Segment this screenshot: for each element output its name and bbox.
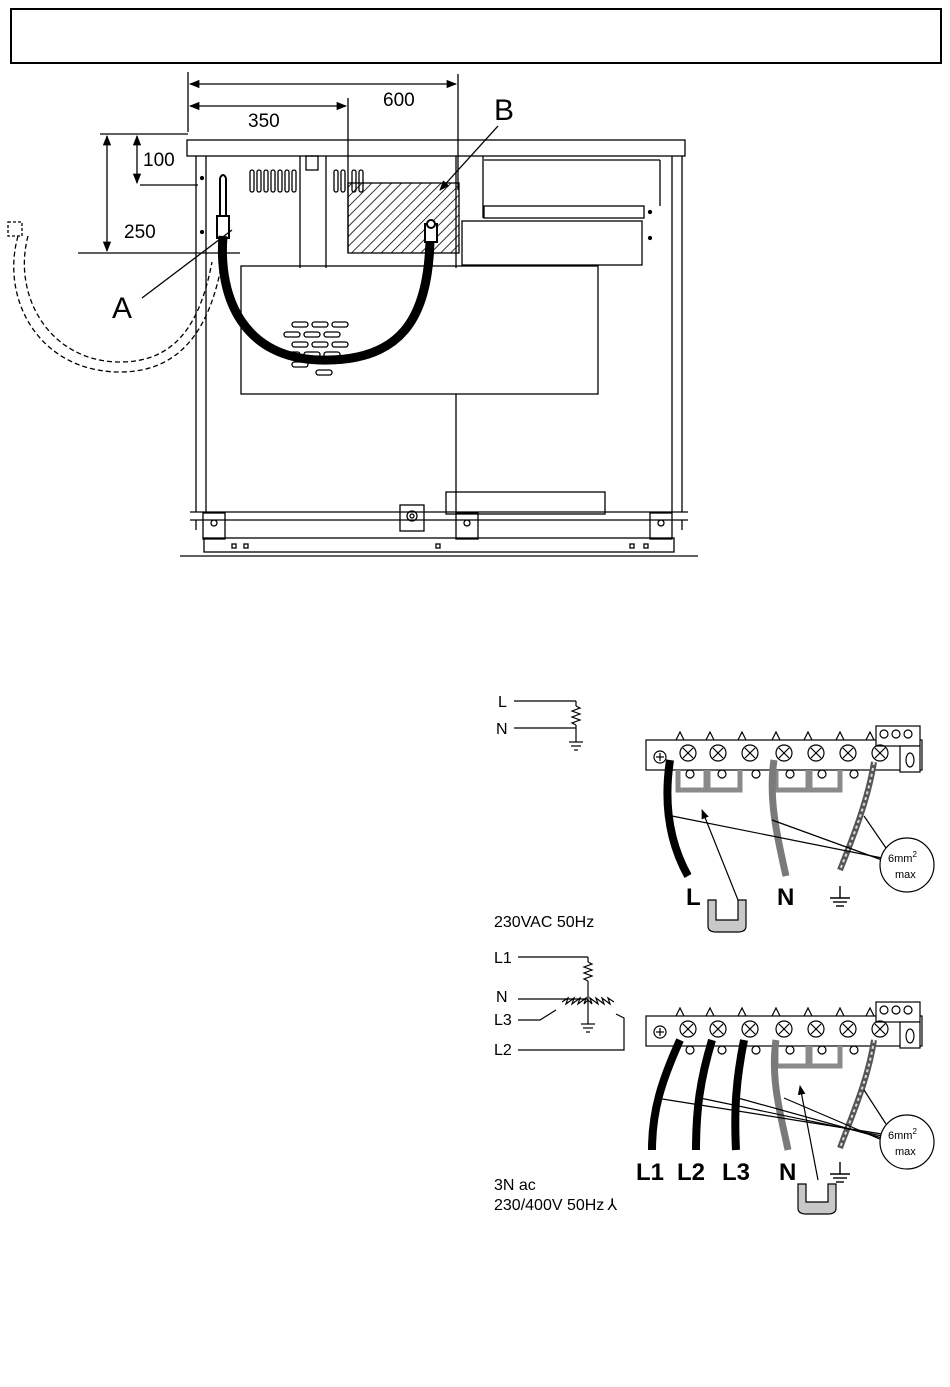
single-terminal-block [646,726,922,778]
three-wire-label-l3: L3 [722,1159,750,1186]
vent-slots-top [250,170,363,192]
single-voltage-label: 230VAC 50Hz [494,914,594,931]
three-bridge-1 [776,1046,808,1066]
single-wire-n [772,760,786,876]
three-supply-label-n: N [496,989,508,1006]
single-wire-label-n: N [777,884,794,911]
callout-line-b [440,126,498,190]
three-wire-l1 [652,1040,680,1150]
single-supply-label-n: N [496,721,508,738]
three-bridge-2 [810,1046,840,1066]
three-cable-note-line2: max [895,1146,916,1158]
base-tray [446,492,605,514]
single-supply-label-l: L [498,694,507,711]
three-supply-label-l2: L2 [494,1042,512,1059]
three-wire-l3 [735,1040,744,1150]
single-cable-note-circle [880,838,934,892]
three-phase-supply-symbol [518,957,624,1050]
alternate-hose-fitting [8,222,22,236]
single-cable-note-line2: max [895,869,916,881]
single-bridge-4 [810,770,840,790]
three-wire-n [774,1040,788,1150]
three-cable-note-circle [880,1115,934,1169]
earth-ground-icon [830,1162,850,1182]
hob-top [187,140,685,156]
single-phase-supply-symbol [514,701,583,750]
callout-label-b: B [494,94,514,127]
single-wire-earth [840,762,874,870]
earth-ground-icon [830,886,850,906]
three-voltage-label: 230/400V 50Hz⅄ [494,1197,617,1214]
connection-a-fitting [217,216,229,238]
drawer-rail [484,206,644,218]
plinth [204,538,674,552]
three-supply-label-l3: L3 [494,1012,512,1029]
three-phase-wiring: L1 N L3 L2 [494,950,934,1214]
three-wire-label-n: N [779,1159,796,1186]
dim-label-600: 600 [383,90,415,111]
single-bridge-2 [708,770,740,790]
control-box [462,221,642,265]
three-supply-type-label: 3N ac [494,1177,536,1194]
single-spare-bridge [708,900,746,932]
single-bridge-1 [678,770,706,790]
callout-label-a: A [112,292,132,325]
vent-slots-oven [284,322,348,375]
dim-label-350: 350 [248,111,280,132]
three-supply-label-l1: L1 [494,950,512,967]
single-phase-wiring: L N [494,694,934,932]
three-wire-l2 [696,1040,712,1150]
single-wire-label-l: L [686,884,701,911]
dim-label-250: 250 [124,222,156,243]
oven-panel [241,266,598,394]
three-wire-label-l2: L2 [677,1159,705,1186]
three-spare-bridge [798,1184,836,1214]
dim-label-100: 100 [143,150,175,171]
single-bridge-3 [776,770,808,790]
three-wire-label-l1: L1 [636,1159,664,1186]
terminal-box-b [348,183,459,253]
three-terminal-block [646,1002,922,1054]
